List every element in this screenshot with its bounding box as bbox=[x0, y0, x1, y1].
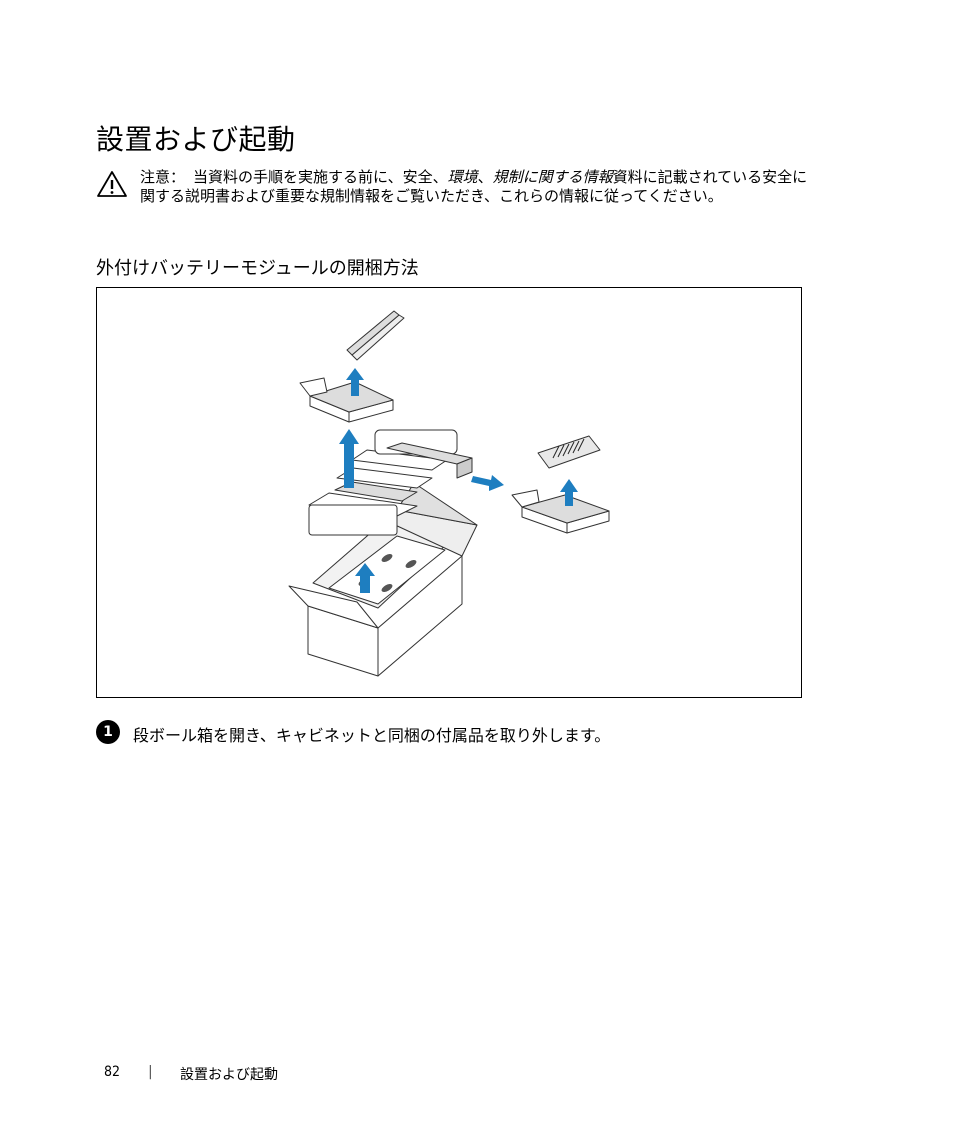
page-title: 設置および起動 bbox=[96, 123, 296, 156]
accessory-box-top-inner bbox=[309, 381, 394, 413]
footer-separator: | bbox=[148, 1064, 153, 1080]
accessory-box-right-flap bbox=[511, 489, 540, 508]
caution-text: 注意： 当資料の手順を実施する前に、安全、環境、規制に関する情報資料に記載されてい… bbox=[140, 168, 816, 206]
step-number-badge: 1 bbox=[96, 720, 120, 744]
section-heading: 外付けバッテリーモジュールの開梱方法 bbox=[96, 258, 419, 279]
box-slot-2 bbox=[381, 584, 393, 592]
arrow-right-accessory bbox=[471, 475, 504, 491]
caution-text-part-3: 資料に記載されている安全に関する説明書および重要な規制情報をご覧いただき、これら… bbox=[140, 168, 808, 205]
caution-text-part-2: 、 bbox=[477, 168, 493, 186]
caution-environment-ref: 環境 bbox=[447, 168, 478, 186]
caution-label: 注意： bbox=[140, 168, 186, 186]
arrow-up-cabinet bbox=[339, 429, 359, 488]
arrow-up-box bbox=[355, 563, 375, 593]
step-text: 段ボール箱を開き、キャビネットと同梱の付属品を取り外します。 bbox=[133, 726, 611, 745]
page-number: 82 bbox=[104, 1064, 121, 1080]
mounting-bracket-side bbox=[346, 310, 400, 356]
arrow-up-accessory-right bbox=[560, 479, 578, 506]
unpacking-figure bbox=[96, 287, 802, 698]
accessory-box-top-flap bbox=[299, 377, 328, 397]
box-slot-3 bbox=[381, 554, 393, 562]
caution-text-part-1: 当資料の手順を実施する前に、安全、 bbox=[193, 168, 448, 186]
box-slot-4 bbox=[405, 560, 417, 568]
caution-regulatory-ref: 規制に関する情報 bbox=[492, 168, 613, 186]
foam-block bbox=[308, 504, 398, 536]
unpacking-illustration bbox=[288, 310, 610, 677]
box-flap-left bbox=[288, 585, 379, 629]
arrow-up-accessory-top bbox=[346, 368, 364, 396]
mounting-bracket bbox=[351, 314, 405, 361]
footer-section-title: 設置および起動 bbox=[180, 1067, 278, 1083]
step-1: 1 段ボール箱を開き、キャビネットと同梱の付属品を取り外します。 bbox=[96, 720, 816, 746]
accessory-box-right-inner bbox=[521, 494, 610, 524]
foam-gray-panel-side bbox=[456, 457, 473, 479]
shipping-box-side bbox=[377, 555, 463, 677]
shipping-box-floor bbox=[328, 535, 446, 605]
warning-triangle-icon bbox=[97, 171, 127, 197]
